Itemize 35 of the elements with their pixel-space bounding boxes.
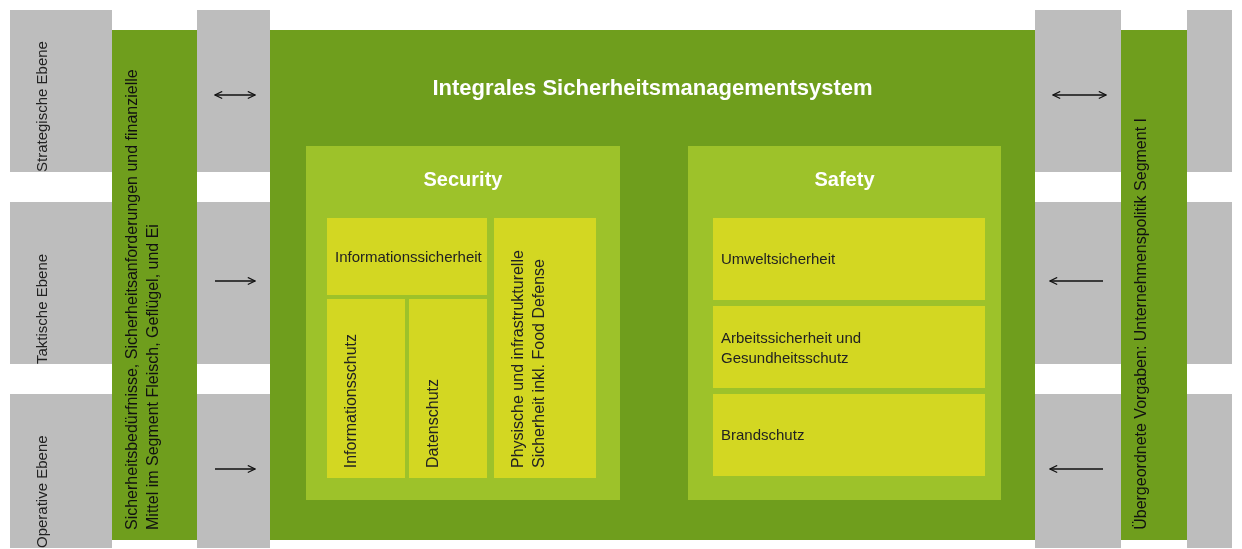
domain-title: Security (422, 167, 504, 192)
arrow (1049, 276, 1104, 286)
level-label: Strategische Ebene (32, 40, 52, 172)
topic-box (713, 306, 985, 388)
topic-box (409, 299, 487, 478)
topic-label: Informationsschutz (341, 333, 360, 468)
topic-label: Datenschutz (423, 379, 442, 468)
arrow (214, 464, 256, 474)
topic-label: Arbeitssicherheit und Gesundheitsschutz (721, 327, 863, 367)
system-box (270, 30, 1035, 540)
topic-box (713, 218, 985, 300)
band-label: Übergeordnete Vorgaben: Unternehmenspolitik Segment I (1131, 118, 1150, 530)
arrow (1052, 90, 1107, 100)
topic-box (713, 394, 985, 476)
system-title: Integrales Sicherheitsmanagementsystem (431, 74, 874, 102)
arrow (214, 276, 256, 286)
level-band (10, 10, 112, 172)
topic-box (327, 299, 405, 478)
arrow (1049, 464, 1104, 474)
topic-box (494, 218, 596, 478)
input-band (112, 30, 197, 540)
domain-box (306, 146, 620, 500)
topic-box (327, 218, 487, 295)
level-label: Taktische Ebene (32, 252, 52, 364)
topic-label: Physische und infrastrukturelle Sicherheit inkl. Food Defense (508, 249, 548, 468)
topic-label: Umweltsicherheit (721, 249, 837, 269)
topic-label: Brandschutz (721, 425, 806, 445)
input-band (1121, 30, 1187, 540)
domain-box (688, 146, 1001, 500)
band-label: Sicherheitsbedürfnisse, Sicherheitsanforderungen und finanzielle Mittel im Segment Fleisch, Geflügel, und Ei (122, 68, 162, 530)
level-band (10, 202, 112, 364)
level-band (10, 394, 112, 548)
arrow (214, 90, 256, 100)
domain-title: Safety (813, 167, 876, 192)
level-label: Operative Ebene (32, 434, 52, 548)
